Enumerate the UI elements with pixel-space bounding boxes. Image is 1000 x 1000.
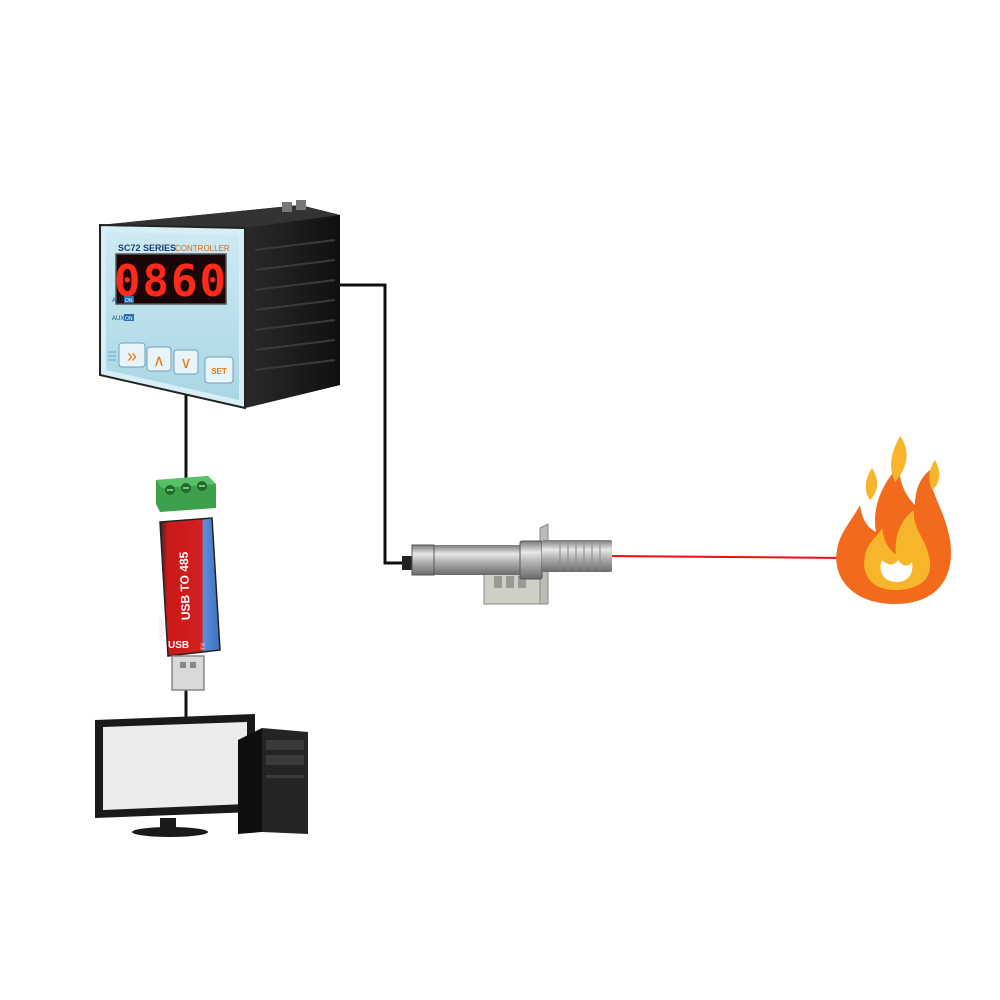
temperature-controller: SC72 SERIES CONTROLLER 0860 AUX1 ON AUX2…: [99, 200, 340, 410]
indicator-aux2-label: AUX2: [112, 316, 128, 322]
converter-power-label: POWER: [159, 617, 166, 641]
indicator-aux1-state: ON: [125, 298, 133, 304]
chevron-up-icon: ∧: [153, 353, 165, 370]
set-button[interactable]: SET: [204, 356, 234, 384]
indicator-aux2-lamp: [124, 314, 134, 321]
indicator-aux1-lamp: [124, 296, 134, 303]
usb-plug: [171, 655, 205, 691]
set-button-label: SET: [211, 367, 227, 376]
indicator-aux1-label: AUX1: [112, 298, 128, 304]
computer: [95, 714, 308, 837]
converter-usb-label: USB: [168, 640, 189, 651]
up-button[interactable]: ∧: [146, 346, 172, 372]
terminal-screw: [296, 200, 306, 210]
shift-icon: »: [127, 346, 137, 366]
sensor-threaded-tip: [542, 540, 612, 572]
usb-to-485-converter: USB TO 485 POWER TX USB: [156, 476, 221, 691]
chevron-down-icon: ∨: [180, 355, 192, 372]
sensor-barrel: [412, 545, 542, 575]
converter-body: [159, 517, 221, 657]
converter-tx-label: TX: [201, 642, 207, 650]
controller-brand-label: SC72 SERIES: [118, 243, 176, 253]
computer-screen: [103, 722, 247, 810]
converter-main-label: USB TO 485: [177, 551, 193, 620]
shift-button[interactable]: »: [118, 342, 146, 368]
controller-led-display: [115, 253, 227, 305]
down-button[interactable]: ∨: [173, 349, 199, 375]
computer-tower: [238, 728, 308, 834]
wire-controller-to-sensor: [338, 283, 410, 565]
laser-beam: [611, 552, 855, 564]
controller-model-label: CONTROLLER: [175, 244, 230, 253]
indicator-aux2-state: ON: [125, 316, 133, 322]
terminal-block: [156, 476, 216, 512]
terminal-screw: [282, 202, 292, 212]
computer-monitor: [95, 714, 255, 837]
infrared-temperature-sensor: [402, 523, 612, 605]
flame-icon: [836, 436, 952, 604]
